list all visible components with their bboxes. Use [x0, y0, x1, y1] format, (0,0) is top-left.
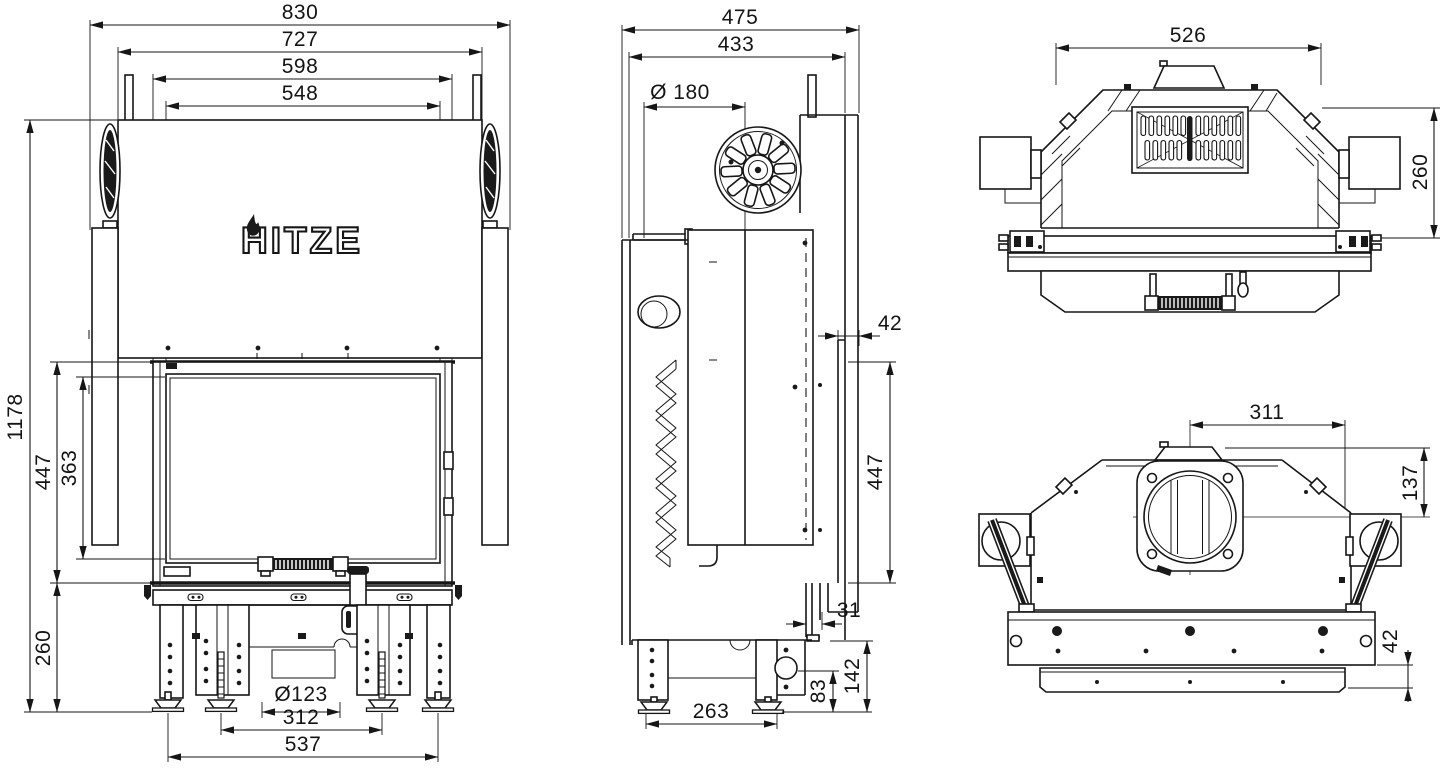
left-pulley-box: [978, 513, 1035, 613]
dim-side-total-depth: 475: [722, 6, 759, 29]
dim-front-glass-width: 548: [282, 82, 319, 105]
rear-base: [1007, 611, 1376, 693]
front-right-side-panel: [481, 227, 509, 546]
dim-front-total-height: 1178: [4, 393, 27, 440]
dim-top-width: 526: [1170, 24, 1207, 47]
adjustable-foot: [751, 701, 785, 715]
front-bottom-dimensions: Ø123 312 537: [167, 683, 439, 762]
locking-rod: [1237, 271, 1249, 298]
dim-front-air-inlet-diameter: Ø123: [274, 683, 327, 706]
front-left-side-panel: [91, 227, 119, 546]
dim-side-body-depth: 433: [718, 33, 755, 56]
dim-front-door-section-height: 447: [32, 454, 55, 491]
dim-front-feet-outer: 537: [285, 733, 322, 756]
brand-logo-text: HITZE: [241, 220, 363, 261]
door-latch: [166, 363, 177, 369]
rear-body: [978, 441, 1402, 613]
adjustable-foot: [365, 699, 399, 713]
dim-front-feet-inner: 312: [283, 706, 320, 729]
dim-side-feet-spacing: 263: [693, 700, 730, 723]
rear-bottom-rail: [1039, 667, 1346, 693]
side-vent-oval: [637, 295, 681, 329]
dim-rear-rail-height: 42: [1379, 629, 1402, 653]
dim-front-glass-height: 363: [58, 450, 81, 487]
dim-top-depth: 260: [1409, 154, 1432, 191]
right-pulley-box: [1345, 513, 1402, 613]
dim-rear-flue-offset: 311: [1250, 401, 1285, 424]
dim-side-frame-depth: 42: [878, 312, 902, 335]
foot-thread-left: [217, 651, 225, 699]
counterweight-zigzag: [655, 359, 677, 568]
side-firebox-panel: [687, 229, 814, 546]
side-probe-tube: [807, 74, 817, 118]
front-left-probe-tube: [124, 74, 134, 122]
door-hinge-lower: [443, 497, 454, 516]
rear-flue-hat: [1153, 446, 1224, 461]
side-front-leg: [755, 639, 778, 701]
top-left-fan-box: [979, 136, 1032, 190]
dim-front-body-width: 727: [282, 28, 319, 51]
rear-view: 311 137 42: [978, 401, 1430, 702]
side-top-dimensions: 475 433 Ø 180: [621, 6, 860, 238]
brand-logo: HITZE: [240, 214, 363, 262]
flame-icon: [246, 214, 260, 236]
right-frame-hook: [455, 585, 462, 600]
rear-dimensions: 311 137 42: [1133, 401, 1430, 702]
front-left-fan: [99, 123, 121, 229]
dim-front-total-width: 830: [282, 1, 319, 24]
front-base: [151, 566, 455, 713]
adjustable-foot: [204, 699, 238, 713]
top-dimensions: 526 260: [1055, 24, 1440, 239]
flue-outlet: [1136, 460, 1244, 576]
hatching: [1040, 89, 1340, 226]
left-frame-hook: [144, 585, 151, 600]
air-inlet-port: [774, 656, 798, 680]
side-view: 475 433 Ø 180: [621, 6, 902, 729]
flue-fan-wheel: [714, 126, 802, 214]
front-left-dimensions: 1178 447 260 363: [4, 119, 165, 713]
dim-rear-flue-depth: 137: [1399, 465, 1422, 502]
left-clamp: [998, 230, 1045, 253]
side-bottom-dimensions: 263 83 142: [645, 640, 873, 729]
front-view: 830 727 598 548: [4, 1, 511, 762]
dim-side-foot-height: 83: [807, 679, 830, 703]
convection-grille: [1131, 106, 1249, 174]
foot-thread-right: [378, 651, 386, 699]
dim-front-door-width: 598: [282, 55, 319, 78]
dim-front-base-height: 260: [32, 630, 55, 667]
adjustable-foot: [421, 699, 455, 713]
front-body: HITZE: [88, 74, 509, 546]
top-view: 526 260: [979, 24, 1440, 313]
top-right-fan-box: [1348, 136, 1401, 190]
side-right-dimensions: 42 447 31: [786, 312, 902, 630]
front-right-probe-tube: [472, 74, 482, 122]
door-bottom-bracket: [163, 566, 191, 577]
adjustable-foot: [151, 699, 185, 713]
right-clamp: [1335, 230, 1382, 253]
side-base: [631, 639, 812, 715]
door-handle: [257, 556, 349, 577]
dim-side-flue-fan-diameter: Ø 180: [650, 81, 710, 104]
front-door: [144, 360, 462, 600]
front-top-dimensions: 830 727 598 548: [89, 1, 511, 374]
top-base: [998, 230, 1382, 313]
dim-side-base-clearance: 142: [841, 658, 864, 695]
front-right-fan: [479, 123, 501, 229]
dim-side-latch-offset: 31: [837, 599, 861, 622]
front-glass: [165, 373, 441, 564]
door-hinge-upper: [443, 451, 454, 470]
grate-coil: [1144, 295, 1236, 311]
adjustable-foot: [637, 701, 671, 715]
dim-side-door-height: 447: [864, 454, 887, 491]
top-flue-hat: [1152, 65, 1226, 89]
top-body: [979, 60, 1401, 229]
side-body: [621, 74, 859, 645]
